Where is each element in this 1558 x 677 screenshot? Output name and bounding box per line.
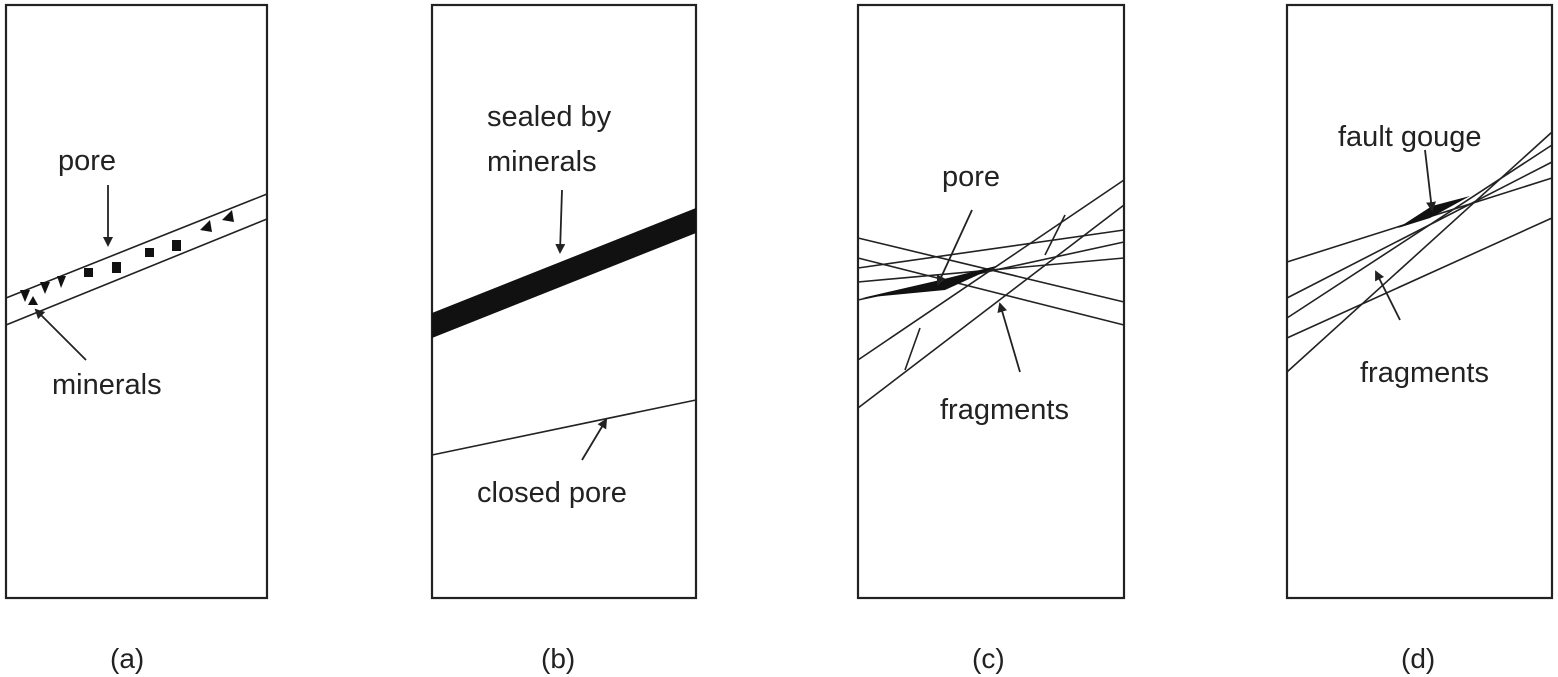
label-sealed-line2: minerals bbox=[487, 146, 597, 178]
sealed-arrow bbox=[555, 189, 566, 254]
panel-a: pore minerals (a) bbox=[4, 3, 269, 674]
label-sealed-line1: sealed by bbox=[487, 101, 612, 133]
label-fragments-c: fragments bbox=[940, 394, 1069, 426]
label-closed-pore: closed pore bbox=[477, 477, 627, 509]
caption-c: (c) bbox=[972, 643, 1005, 674]
sealed-fracture bbox=[432, 208, 696, 338]
label-fault-gouge: fault gouge bbox=[1338, 121, 1482, 153]
fracture-upper-wall bbox=[5, 193, 268, 299]
closed-pore-arrow bbox=[581, 418, 608, 461]
panel-a-frame bbox=[4, 3, 269, 600]
fracture-network bbox=[857, 179, 1125, 409]
caption-a: (a) bbox=[110, 643, 144, 674]
closed-pore-line bbox=[431, 399, 697, 456]
panel-c-frame bbox=[856, 3, 1126, 600]
fracture-lower-wall bbox=[5, 218, 268, 326]
fragments-arrow-d bbox=[1375, 270, 1401, 321]
panel-c: pore fragments (c) bbox=[856, 3, 1126, 674]
label-pore-c: pore bbox=[942, 161, 1000, 193]
mineral-grains bbox=[20, 210, 234, 305]
label-pore: pore bbox=[58, 145, 116, 177]
panel-d: fault gouge fragments (d) bbox=[1285, 3, 1554, 674]
minerals-arrow bbox=[34, 308, 87, 361]
caption-b: (b) bbox=[541, 643, 575, 674]
label-minerals: minerals bbox=[52, 369, 162, 401]
panel-b: sealed by minerals closed pore (b) bbox=[430, 3, 698, 674]
pore-arrow-c bbox=[936, 209, 973, 286]
fault-network bbox=[1286, 131, 1553, 373]
caption-d: (d) bbox=[1401, 643, 1435, 674]
gouge-arrow bbox=[1424, 149, 1437, 212]
fragments-arrow-c bbox=[997, 302, 1021, 373]
label-fragments-d: fragments bbox=[1360, 357, 1489, 389]
panel-d-frame bbox=[1285, 3, 1554, 600]
